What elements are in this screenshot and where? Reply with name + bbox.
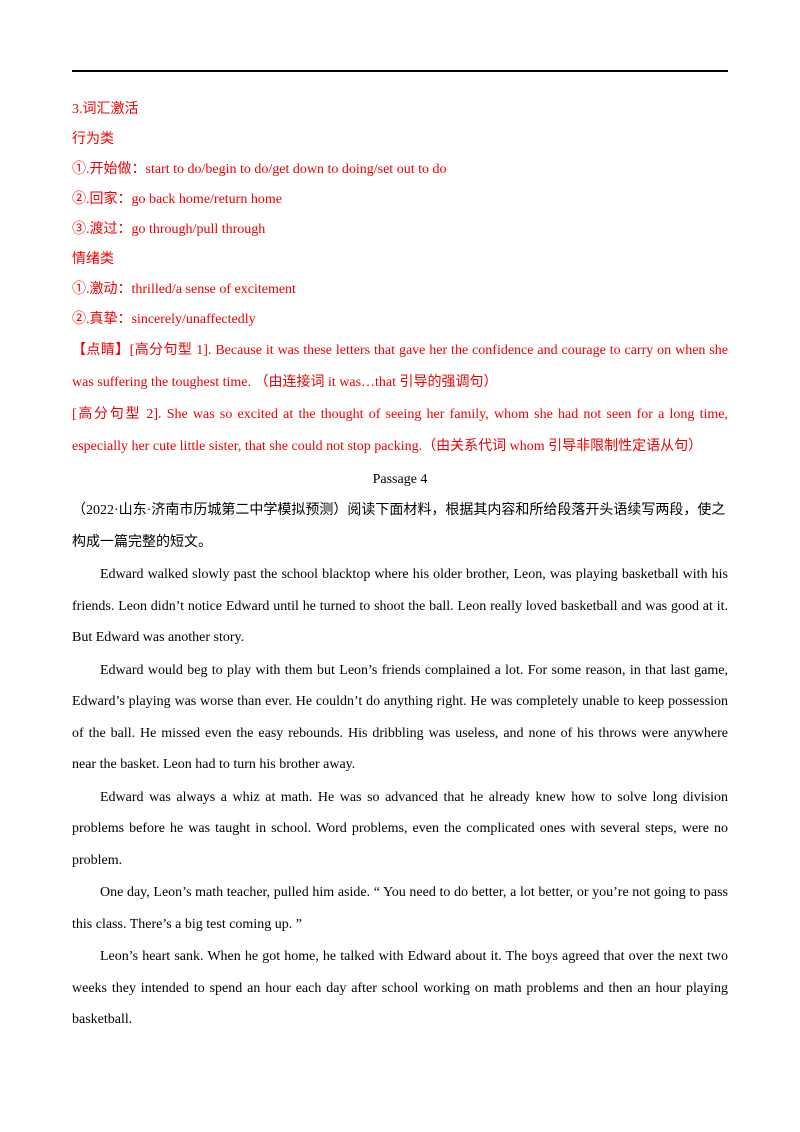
vocab-item: ②.真挚：sincerely/unaffectedly bbox=[72, 312, 256, 327]
passage-paragraph: Edward was always a whiz at math. He was… bbox=[72, 789, 728, 868]
passage-instructions: （2022·山东·济南市历城第二中学模拟预测）阅读下面材料，根据其内容和所给段落… bbox=[72, 503, 726, 550]
vocab-item: ①.开始做：start to do/begin to do/get down t… bbox=[72, 162, 447, 177]
vocab-item: ③.渡过：go through/pull through bbox=[72, 222, 266, 237]
vocab-heading: 3.词汇激活 bbox=[72, 102, 139, 117]
document-body: 3.词汇激活 行为类 ①.开始做：start to do/begin to do… bbox=[72, 95, 728, 1036]
passage-paragraph: One day, Leon’s math teacher, pulled him… bbox=[72, 885, 728, 932]
tip-sentence-2: [高分句型 2]. She was so excited at the thou… bbox=[72, 407, 728, 454]
header-rule bbox=[72, 70, 728, 72]
passage-paragraph: Edward walked slowly past the school bla… bbox=[72, 567, 728, 645]
category-emotion: 情绪类 bbox=[72, 252, 114, 267]
vocab-item: ①.激动：thrilled/a sense of excitement bbox=[72, 282, 296, 297]
category-behavior: 行为类 bbox=[72, 132, 114, 147]
passage-paragraph: Leon’s heart sank. When he got home, he … bbox=[72, 949, 728, 1027]
passage-title: Passage 4 bbox=[372, 472, 428, 487]
vocab-item: ②.回家：go back home/return home bbox=[72, 192, 282, 207]
tip-sentence-1: 【点睛】[高分句型 1]. Because it was these lette… bbox=[72, 343, 728, 390]
passage-paragraph: Edward would beg to play with them but L… bbox=[72, 662, 728, 773]
